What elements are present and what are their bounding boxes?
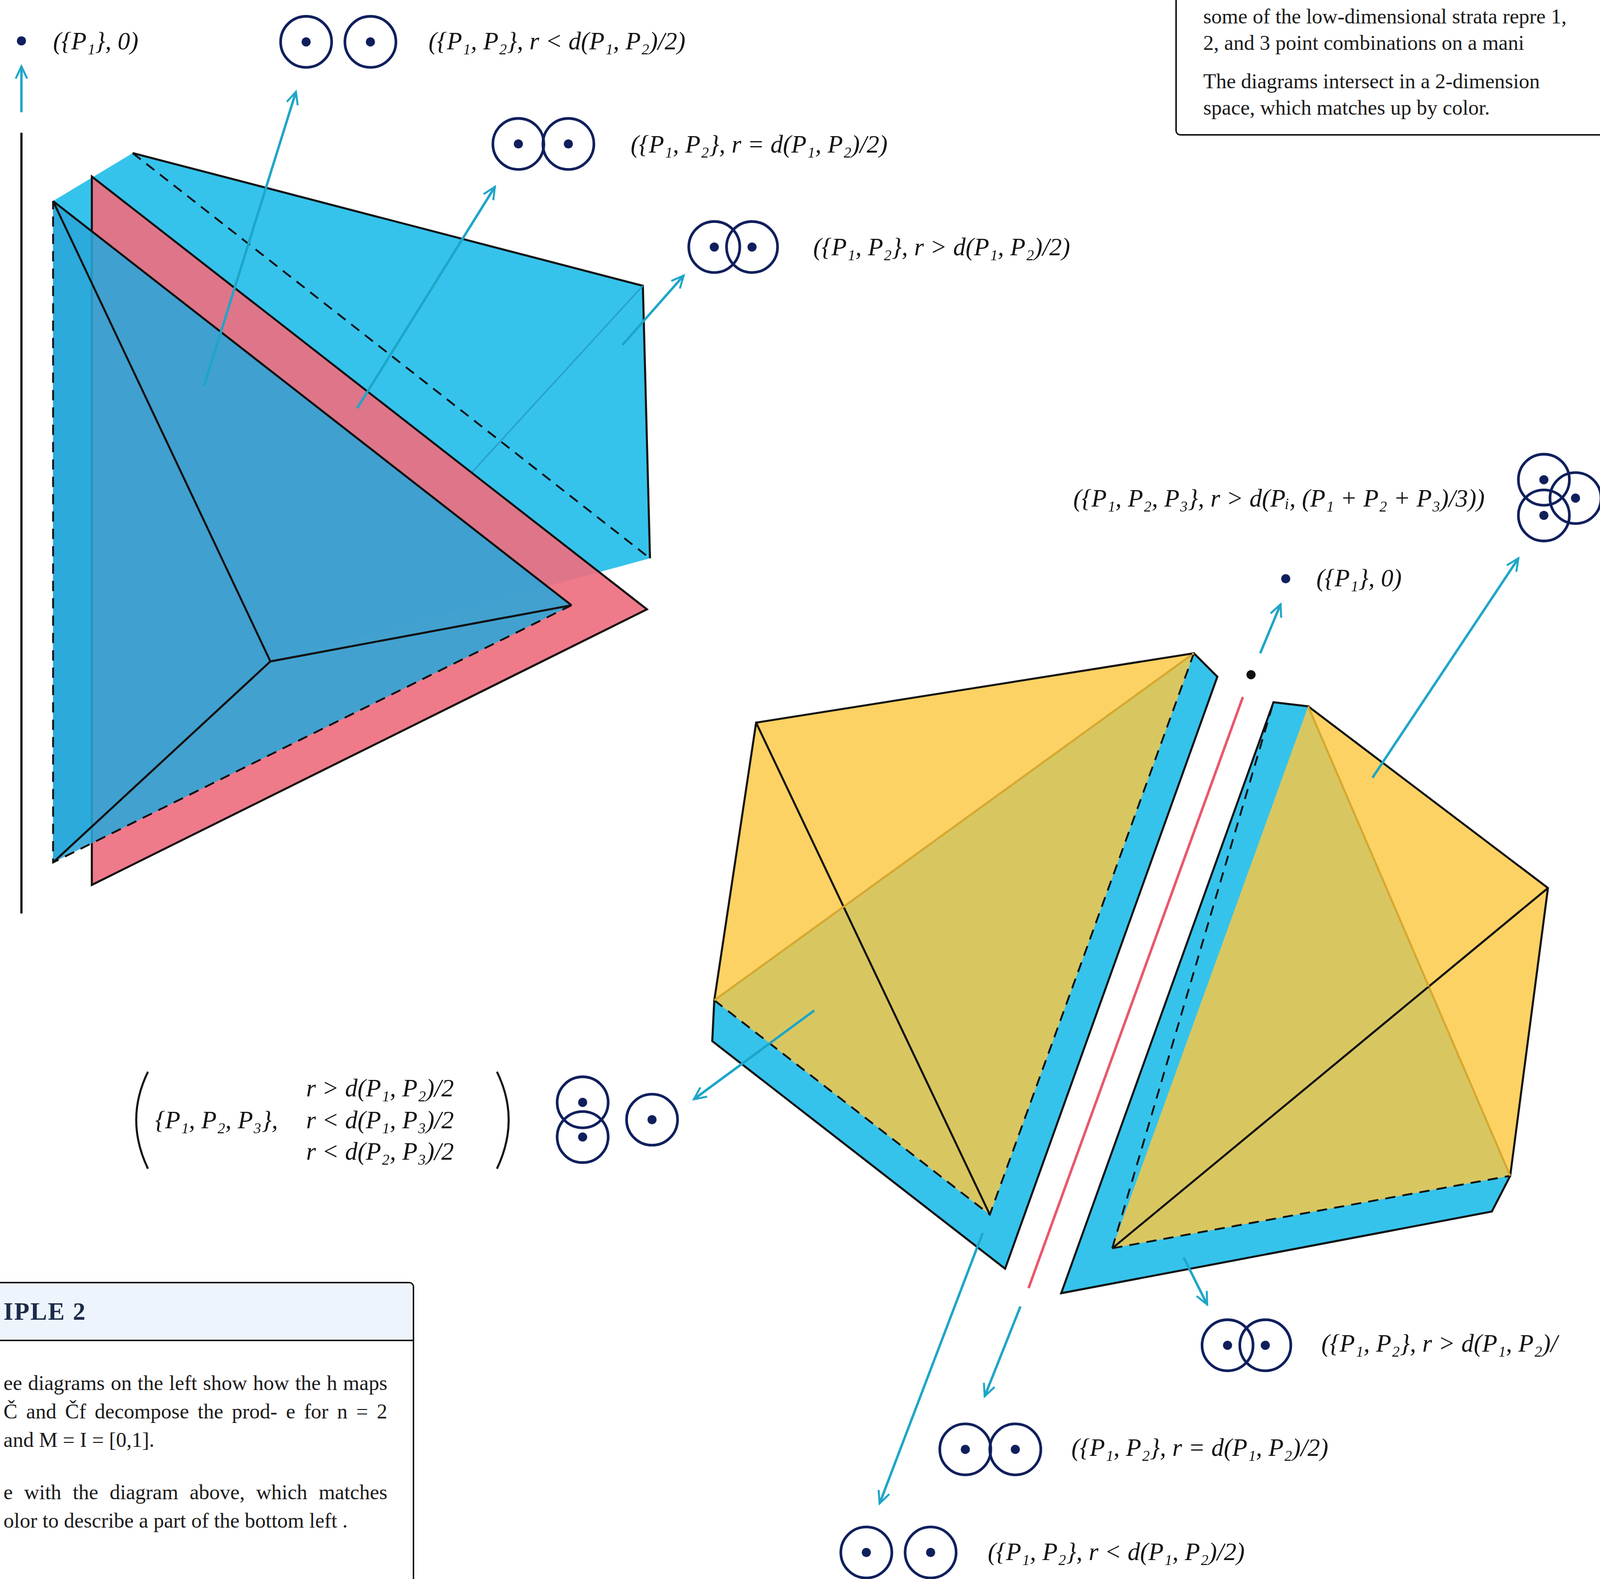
math-label: r > d(P₁, P₂)/2 <box>306 1072 454 1103</box>
ball-icons-part <box>989 1423 1041 1475</box>
point-dots-part <box>1260 1340 1270 1350</box>
top-left-figure-part <box>52 200 572 863</box>
math-label: ({P₁, P₂}, r = d(P₁, P₂)/2) <box>1071 1432 1329 1462</box>
point-dots-part <box>578 1131 588 1141</box>
point-dots-part <box>365 37 375 47</box>
top-left-figure-part <box>20 132 23 914</box>
point-dots-part <box>578 1097 588 1107</box>
label-text: r < d(P₁, P₃)/2 <box>306 1104 454 1135</box>
box-header: IPLE 2 <box>0 1282 413 1341</box>
ball-icons-part <box>1550 472 1600 524</box>
top-left-figure-part <box>203 91 296 386</box>
note-text: some of the low-dimensional strata repre… <box>1203 3 1588 57</box>
top-left-figure-part <box>622 275 684 345</box>
ball-icons-part <box>492 118 544 169</box>
point-dots-part <box>647 1115 657 1124</box>
label-text: ({P₁, P₂}, r < d(P₁, P₂)/2) <box>987 1536 1245 1567</box>
note-box: some of the low-dimensional strata repre… <box>1175 0 1600 136</box>
math-label: r < d(P₁, P₃)/2 <box>306 1104 454 1135</box>
point-dots-part <box>301 37 311 47</box>
label-text: ({P₁, P₂}, r = d(P₁, P₂)/2) <box>630 129 888 160</box>
bottom-right-figure <box>693 558 1549 1504</box>
ball-icons-part <box>280 16 332 68</box>
label-text: ({P₁}, 0) <box>1316 562 1402 593</box>
point-dots-part <box>926 1547 936 1557</box>
math-label: ({P₁}, 0) <box>1316 562 1402 593</box>
ball-icons-part <box>905 1526 957 1578</box>
bottom-right-figure-part <box>1112 701 1510 1248</box>
math-label: ({P₁, P₂}, r < d(P₁, P₂)/2) <box>428 25 686 56</box>
top-left-figure <box>21 66 684 914</box>
bottom-right-figure-part <box>1246 669 1256 679</box>
ball-icons-part <box>1239 1319 1291 1371</box>
ball-icons-part <box>344 16 396 68</box>
body-text: e with the diagram above, which matches … <box>3 1477 388 1535</box>
point-dots-part <box>1571 493 1581 503</box>
point-dots-part <box>861 1547 871 1557</box>
bracket <box>136 1071 509 1169</box>
math-label: ({P₁, P₂}, r < d(P₁, P₂)/2) <box>987 1536 1245 1567</box>
point-dots-part <box>1539 510 1549 520</box>
math-label: ({P₁}, 0) <box>52 25 139 56</box>
body-text: ee diagrams on the left show how the h m… <box>3 1368 388 1454</box>
ball-icons-part <box>840 1526 892 1578</box>
math-label: r < d(P₂, P₃)/2 <box>306 1135 454 1166</box>
math-label: ({P₁, P₂}, r > d(P₁, P₂)/ <box>1321 1327 1558 1358</box>
ball-icons-part <box>726 221 778 273</box>
label-text: r < d(P₂, P₃)/2 <box>306 1135 454 1166</box>
bottom-right-figure-part <box>1260 604 1281 653</box>
point-dots-part <box>709 242 719 252</box>
top-left-figure-part <box>52 200 572 863</box>
note-text: The diagrams intersect in a 2-dimension … <box>1203 68 1588 122</box>
label-text: ({P₁, P₂}, r > d(P₁, P₂)/ <box>1321 1327 1558 1358</box>
point-dots-part <box>1010 1444 1020 1454</box>
point-dots-part <box>747 242 757 252</box>
top-left-figure-part <box>357 186 495 409</box>
math-label: {P₁, P₂, P₃}, <box>155 1104 278 1135</box>
label-text: {P₁, P₂, P₃}, <box>155 1104 278 1135</box>
point-dots-part <box>960 1444 970 1454</box>
label-text: ({P₁}, 0) <box>52 25 139 56</box>
label-text: ({P₁, P₂}, r = d(P₁, P₂)/2) <box>1071 1432 1329 1462</box>
point-dots-part <box>1539 475 1549 484</box>
label-text: r > d(P₁, P₂)/2 <box>306 1072 454 1103</box>
point-dots-part <box>1280 574 1290 584</box>
bottom-right-figure-part <box>879 1232 983 1504</box>
label-text: ({P₁, P₂}, r > d(P₁, P₂)/2) <box>813 231 1071 262</box>
label-text: ({P₁, P₂, P₃}, r > d(Pᵢ, (P₁ + P₂ + P₃)/… <box>1073 482 1485 513</box>
ball-icons <box>280 16 1600 1578</box>
bottom-right-figure-part <box>714 652 1194 1000</box>
point-dots-part <box>1223 1340 1233 1350</box>
math-label: ({P₁, P₂}, r > d(P₁, P₂)/2) <box>813 231 1071 262</box>
point-dots-part <box>16 36 26 46</box>
bottom-right-figure-part <box>984 1305 1021 1396</box>
example-box: IPLE 2 ee diagrams on the left show how t… <box>0 1281 415 1579</box>
box-body: ee diagrams on the left show how the h m… <box>0 1340 413 1535</box>
ball-icons-part <box>626 1094 678 1145</box>
ball-icons-part <box>542 118 594 169</box>
ball-icons-part <box>939 1423 991 1475</box>
bottom-right-figure-part <box>693 1010 815 1100</box>
bottom-right-figure-part <box>1183 1257 1208 1304</box>
bottom-right-figure-part <box>1112 706 1548 1249</box>
bottom-right-figure-part <box>1308 706 1511 1176</box>
ball-icons-part <box>1518 489 1570 541</box>
math-label: ({P₁, P₂}, r = d(P₁, P₂)/2) <box>630 129 888 160</box>
point-dots-part <box>563 139 573 149</box>
top-left-figure-part <box>52 200 572 606</box>
ball-icons-part <box>557 1111 609 1162</box>
point-dots-part <box>513 139 523 149</box>
label-text: ({P₁, P₂}, r < d(P₁, P₂)/2) <box>428 25 686 56</box>
bottom-right-figure-part <box>1112 706 1548 1249</box>
top-left-figure-part <box>20 66 23 113</box>
box-heading: IPLE 2 <box>3 1296 87 1325</box>
top-left-figure-part <box>52 200 572 863</box>
math-label: ({P₁, P₂, P₃}, r > d(Pᵢ, (P₁ + P₂ + P₃)/… <box>1073 482 1485 513</box>
